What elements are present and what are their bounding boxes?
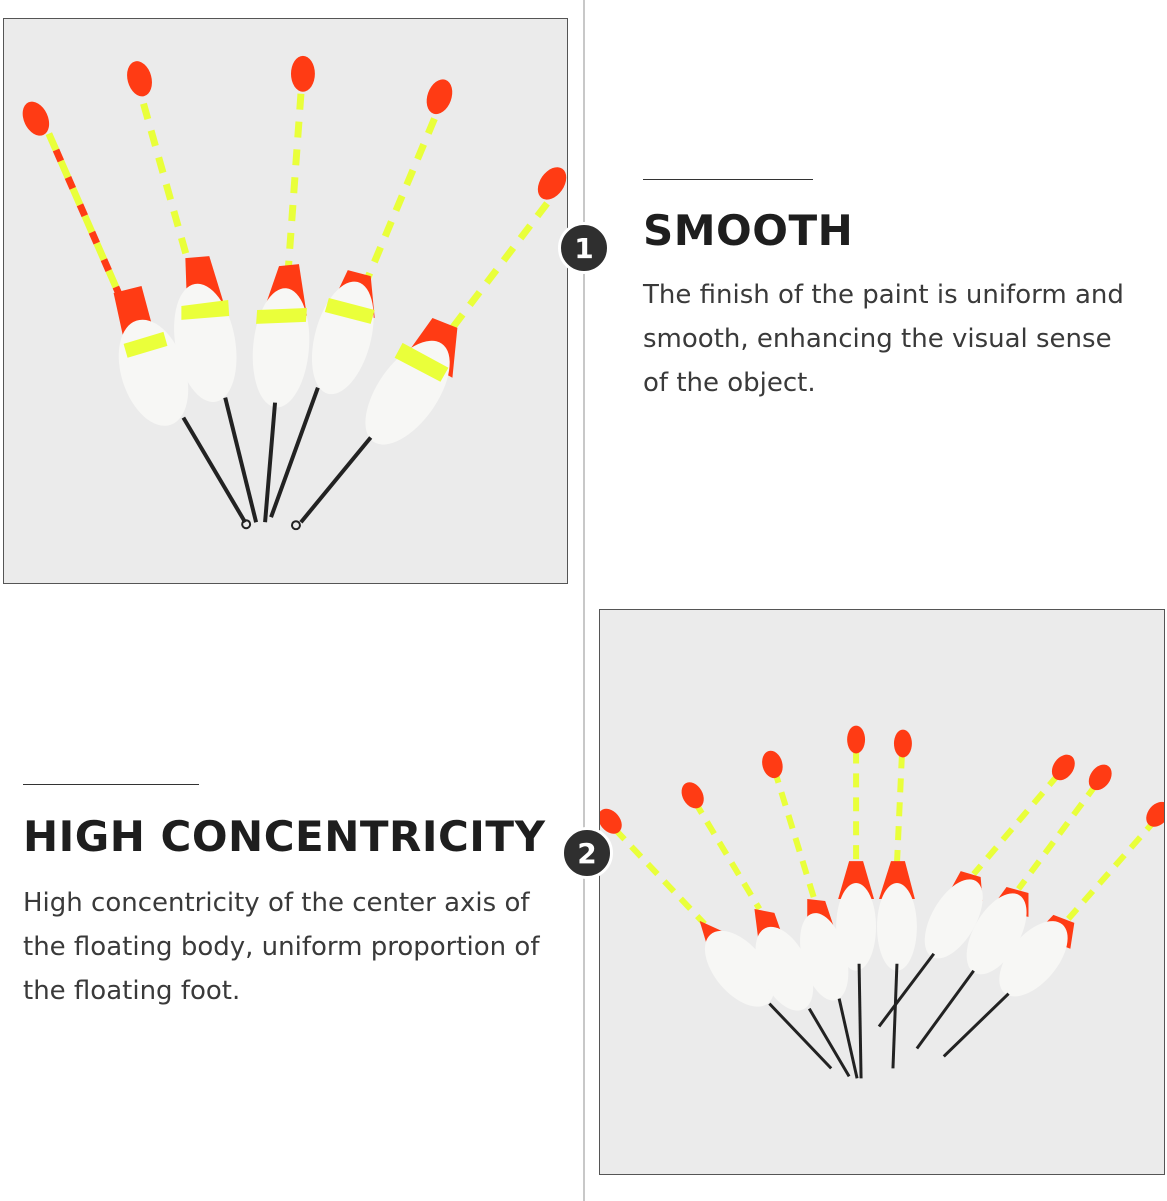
fishing-float [269, 79, 453, 518]
fishing-float [290, 167, 567, 531]
feature-title-smooth: SMOOTH [643, 206, 854, 255]
feature-title-concentricity: HIGH CONCENTRICITY [23, 812, 546, 861]
center-divider [583, 0, 585, 1201]
fishing-float [915, 764, 1112, 1050]
fishing-float [681, 782, 851, 1078]
step-number-badge-2: 2 [561, 827, 613, 879]
floats-illustration-1 [22, 55, 567, 531]
fishing-float [252, 55, 315, 523]
product-photo-ten-floats [599, 609, 1165, 1175]
fishing-float [836, 725, 877, 1079]
fishing-float [877, 754, 1075, 1028]
step-number-badge-1: 1 [558, 222, 610, 274]
feature-description-concentricity: High concentricity of the center axis of… [23, 888, 540, 1006]
floats-illustration-2 [600, 725, 1164, 1079]
heading-rule-1 [643, 179, 813, 180]
feature-description-smooth: The finish of the paint is uniform and s… [643, 280, 1124, 398]
fishing-float [22, 101, 252, 530]
fishing-float [762, 750, 859, 1079]
fishing-float [600, 808, 833, 1070]
fishing-float [942, 801, 1164, 1058]
heading-rule-2 [23, 784, 199, 785]
product-photo-five-floats [3, 18, 568, 584]
fishing-float [127, 61, 259, 523]
fishing-float [877, 729, 917, 1069]
